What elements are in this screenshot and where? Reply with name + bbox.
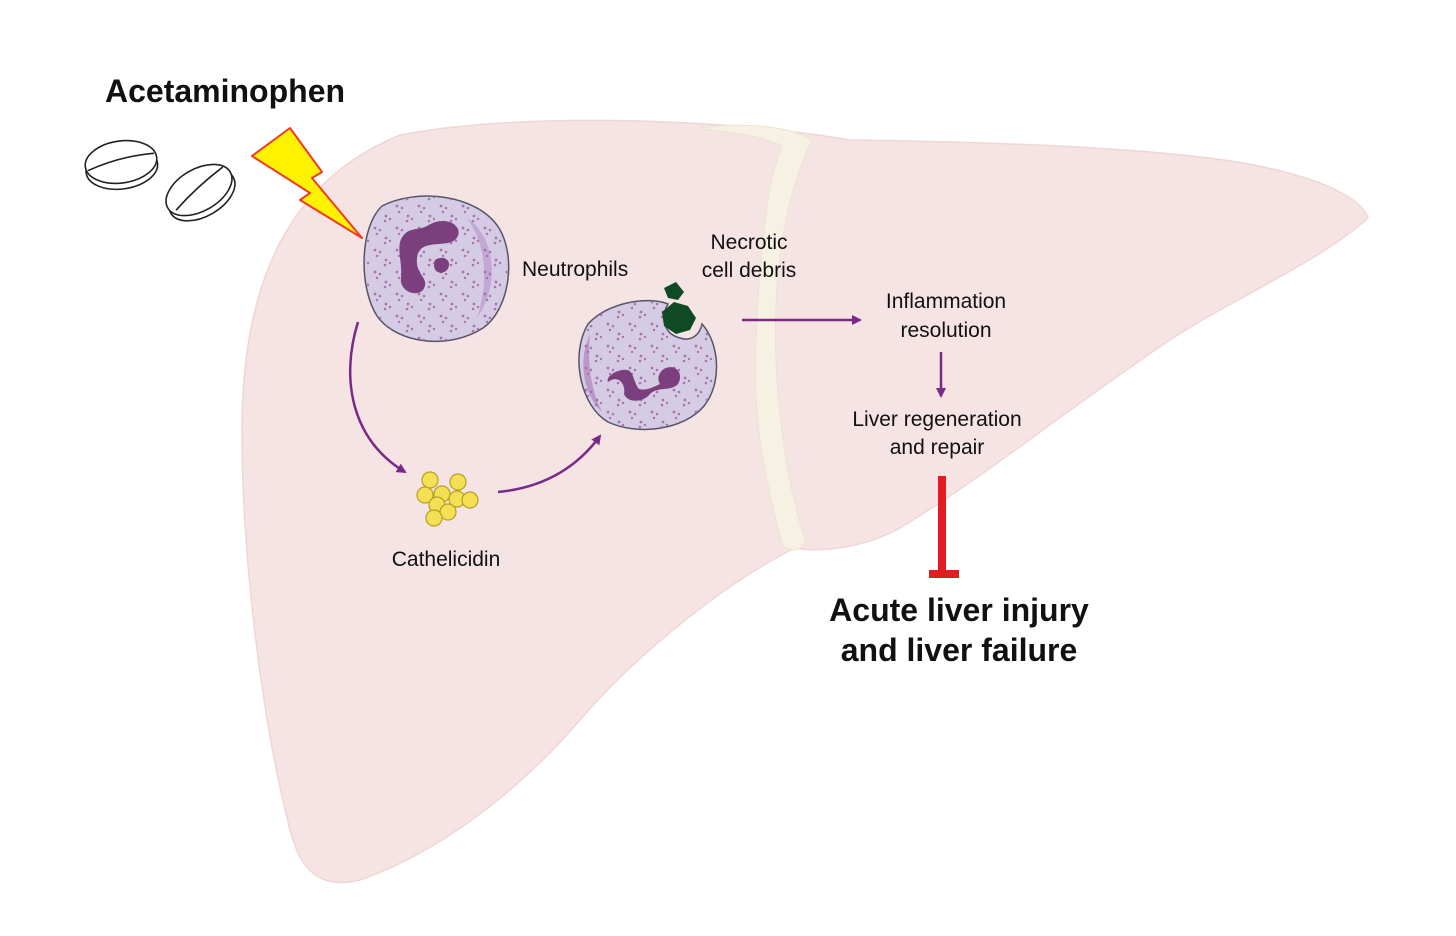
liver-shape	[241, 119, 1369, 884]
inflammation-label-line1: Inflammation	[886, 290, 1006, 313]
necrotic-label-line2: cell debris	[702, 259, 797, 282]
inhibition-symbol	[929, 476, 959, 578]
pill-icon	[165, 163, 236, 222]
necrotic-label-line1: Necrotic	[710, 231, 787, 254]
necrotic-debris-icon	[664, 282, 684, 300]
neutrophils-label: Neutrophils	[522, 258, 628, 281]
outcome-label-line2: and liver failure	[841, 632, 1078, 668]
arrow-cathelicidin-to-neutrophil	[497, 434, 602, 494]
regeneration-label-line1: Liver regeneration	[852, 408, 1021, 431]
necrotic-debris-icon	[662, 302, 696, 334]
cathelicidin-label: Cathelicidin	[392, 548, 501, 571]
inflammation-label-line2: resolution	[900, 319, 991, 342]
lightning-bolt-icon	[251, 127, 363, 239]
cathelicidin-granules-icon	[416, 471, 479, 527]
arrow-neutrophil-to-cathelicidin	[348, 321, 407, 474]
pill-icon	[84, 139, 159, 191]
neutrophil-icon	[363, 195, 510, 343]
drug-label: Acetaminophen	[105, 73, 345, 109]
regeneration-label-line2: and repair	[890, 436, 985, 459]
falciform-ligament	[699, 124, 813, 551]
outcome-label-line1: Acute liver injury	[829, 592, 1089, 628]
neutrophil-icon	[578, 299, 718, 431]
